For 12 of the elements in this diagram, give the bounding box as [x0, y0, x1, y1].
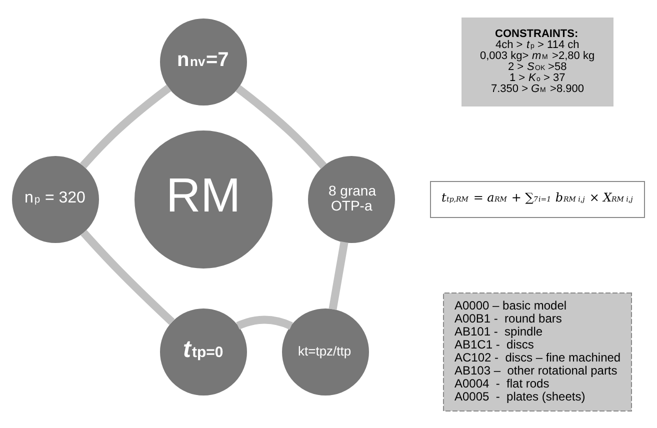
- node-circle: np = 320: [12, 156, 99, 242]
- node-box: A0000 – basic model A00B1 - round bars AB101 - spindle AB1C1 - discs AC102 - discs – fine machined AB103 – other rotational parts A0004 - flat rods A0005 - plates (sheets): [443, 292, 632, 411]
- node-circle: RM: [134, 130, 272, 268]
- connector: [80, 84, 172, 168]
- node-circle: nnv=7: [160, 18, 247, 105]
- node-circle: kt=tpz/ttp: [282, 308, 369, 395]
- connector: [236, 315, 293, 330]
- node-circle: 8 grana OTP-a: [308, 156, 395, 242]
- connector: [328, 240, 348, 310]
- node-circle: ttp=0: [160, 308, 247, 395]
- connector: [236, 84, 327, 168]
- connector: [80, 229, 175, 324]
